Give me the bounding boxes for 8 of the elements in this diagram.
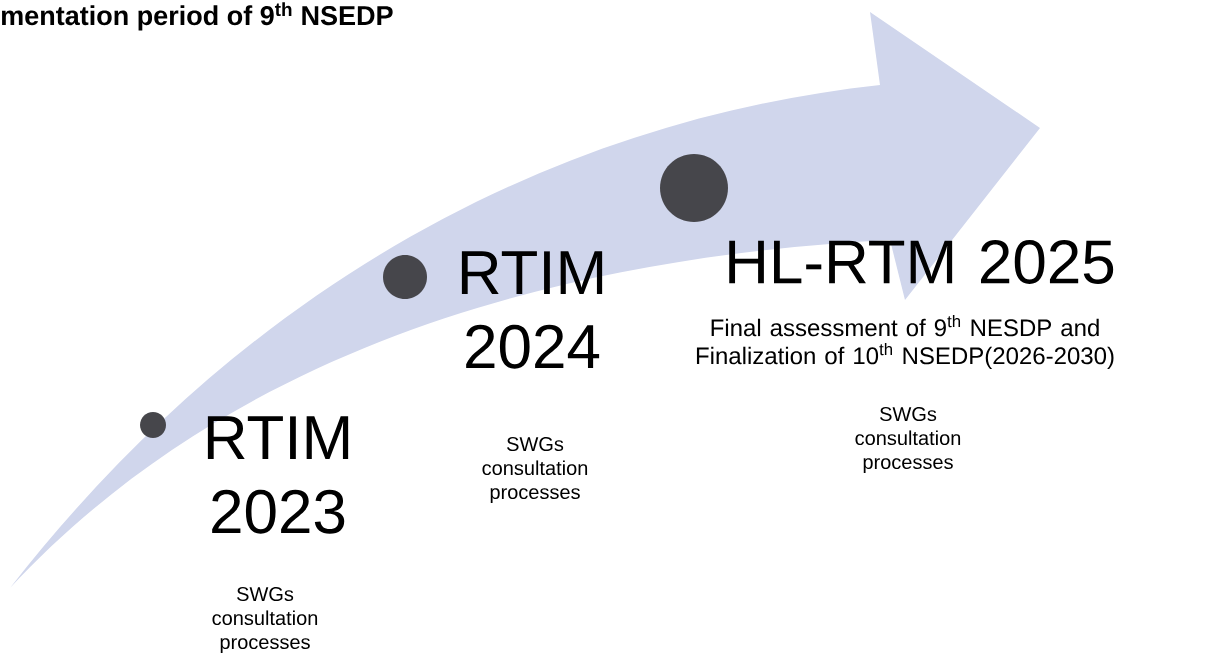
description-text: Final assessment of 9$^{th}$ NESDP and Finalization of 10$^{th}$ NSEDP(2026-2030) <box>696 314 1114 370</box>
milestone-label: HL-RTM 2025 <box>729 240 1114 284</box>
title: mentation period of 9$^{th}$ NSEDP <box>2 2 393 31</box>
milestone-label: RTIM 2024 <box>461 251 603 369</box>
note-text: SWGs consultation processes <box>855 406 961 474</box>
note-text: SWGs consultation processes <box>212 586 318 654</box>
milestone-label: RTIM 2023 <box>207 416 349 534</box>
note-text: SWGs consultation processes <box>482 436 588 504</box>
